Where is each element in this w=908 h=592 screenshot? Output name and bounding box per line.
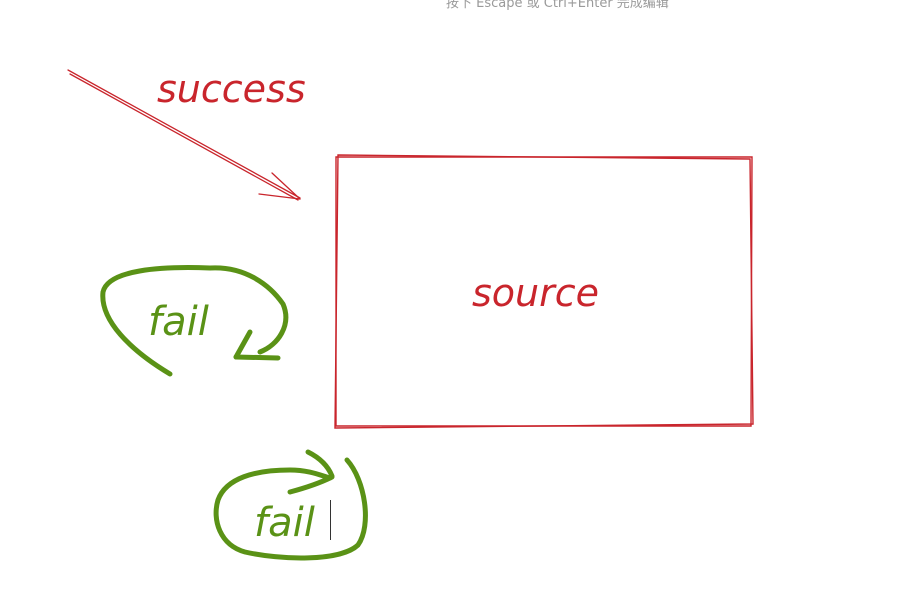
fail-label-bottom[interactable]: fail (254, 500, 315, 546)
fail-loop-top[interactable] (100, 265, 289, 377)
source-box[interactable] (334, 154, 754, 429)
fail-label-top[interactable]: fail (148, 299, 209, 345)
success-arrow[interactable] (67, 69, 301, 201)
fail-loop-bottom[interactable] (213, 449, 368, 561)
source-label[interactable]: source (472, 271, 599, 315)
text-cursor (330, 500, 331, 540)
edit-hint: 按下 Escape 或 Ctrl+Enter 完成编辑 (446, 0, 669, 11)
success-label[interactable]: success (157, 67, 306, 111)
